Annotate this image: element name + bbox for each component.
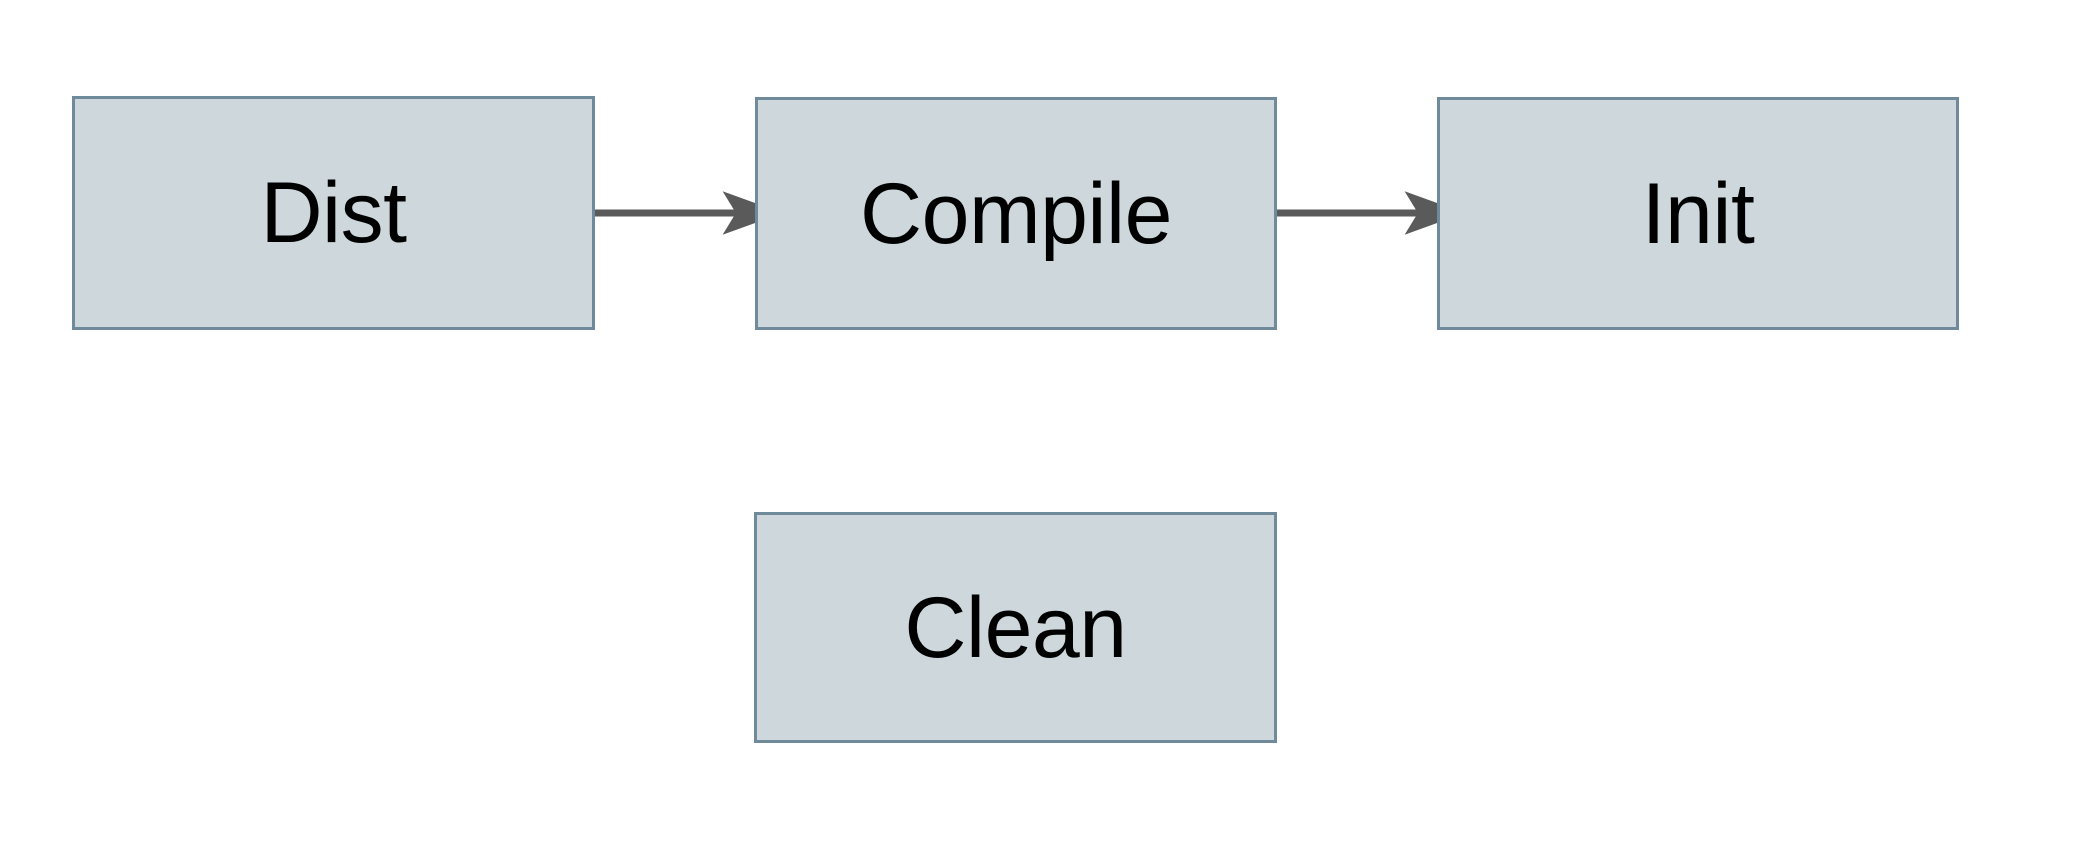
node-compile-label: Compile	[860, 165, 1172, 262]
node-init[interactable]: Init	[1437, 97, 1959, 330]
node-clean[interactable]: Clean	[754, 512, 1277, 743]
node-dist-label: Dist	[260, 165, 407, 261]
edge-dist-to-compile-hitarea[interactable]	[595, 193, 753, 233]
node-init-label: Init	[1641, 165, 1755, 262]
node-clean-label: Clean	[904, 579, 1127, 676]
node-compile[interactable]: Compile	[755, 97, 1277, 330]
edge-compile-to-init-hitarea[interactable]	[1277, 193, 1435, 233]
node-dist[interactable]: Dist	[72, 96, 595, 330]
